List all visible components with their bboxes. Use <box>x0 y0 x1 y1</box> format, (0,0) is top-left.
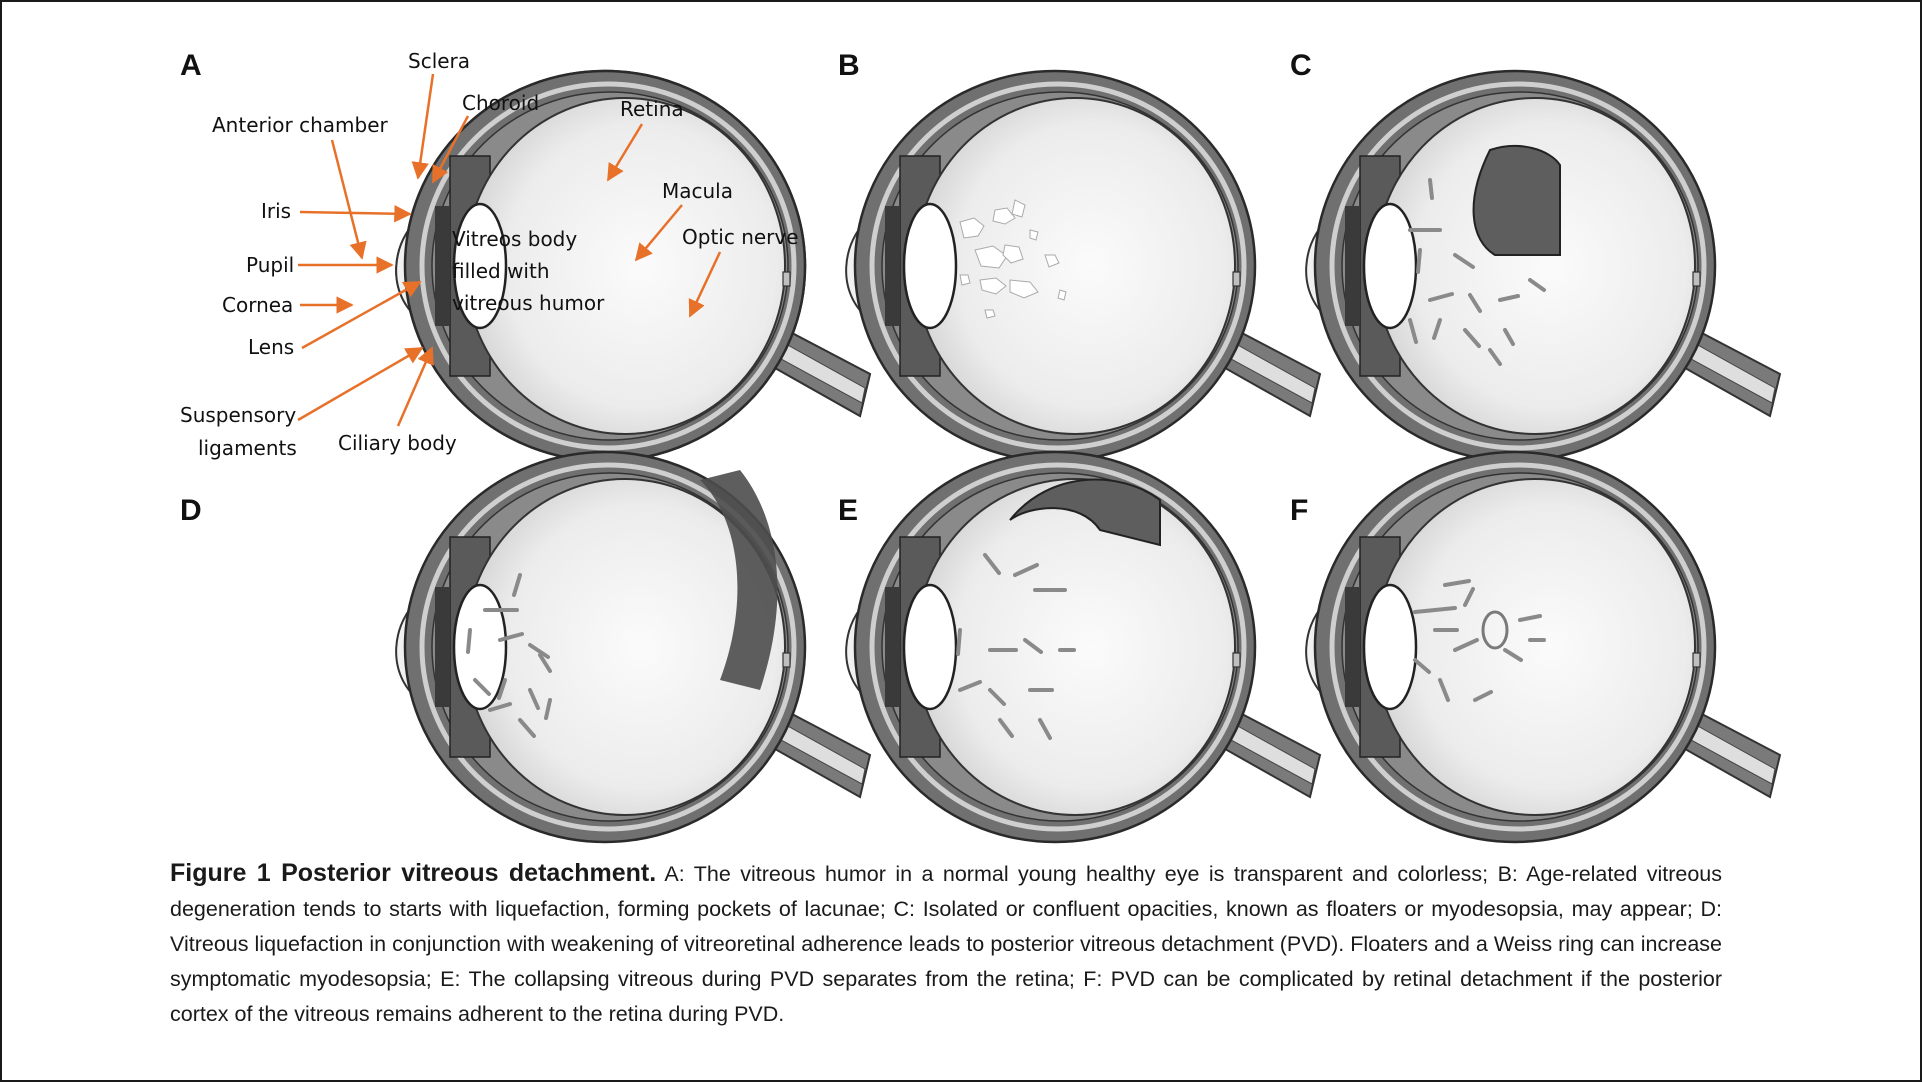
floaters-c <box>1408 178 1546 366</box>
label-ciliary-body: Ciliary body <box>338 431 457 455</box>
label-cornea: Cornea <box>222 293 293 317</box>
eye-b <box>846 71 1320 461</box>
vitreous-label-1: Vitreos body <box>452 227 577 251</box>
detached-zone-d <box>700 470 778 690</box>
caption-text: A: The vitreous humor in a normal young … <box>170 862 1722 1026</box>
panel-letter-e: E <box>838 494 858 527</box>
label-choroid: Choroid <box>462 91 539 115</box>
floaters-e <box>956 553 1076 740</box>
vitreous-label-3: vitreous humor <box>452 291 605 315</box>
floaters-f <box>1413 579 1546 702</box>
weiss-ring <box>1481 610 1509 650</box>
label-suspensory: Suspensory <box>180 403 296 427</box>
label-anterior-chamber: Anterior chamber <box>212 113 389 137</box>
label-iris: Iris <box>261 199 291 223</box>
label-pupil: Pupil <box>246 253 294 277</box>
panel-letter-f: F <box>1290 494 1308 527</box>
eye-f <box>1306 452 1780 842</box>
leader-arrows <box>297 73 722 427</box>
label-lens: Lens <box>248 335 294 359</box>
panel-letter-d: D <box>180 494 202 527</box>
panel-a: A <box>180 49 870 461</box>
caption-title: Figure 1 Posterior vitreous detachment. <box>170 859 657 887</box>
lacunae-b <box>959 199 1067 319</box>
figure-caption: Figure 1 Posterior vitreous detachment. … <box>170 856 1722 1032</box>
label-retina: Retina <box>620 97 684 121</box>
figure-diagram: A <box>180 49 1922 850</box>
label-sclera: Sclera <box>408 49 470 73</box>
pocket-c <box>1472 144 1561 256</box>
label-ligaments: ligaments <box>198 436 297 460</box>
panel-letter-c: C <box>1290 49 1312 82</box>
eye-c <box>1306 71 1780 461</box>
label-macula: Macula <box>662 179 733 203</box>
label-optic-nerve: Optic nerve <box>682 225 799 249</box>
floaters-d <box>466 573 552 738</box>
panel-letter-b: B <box>838 49 860 82</box>
panel-letter-a: A <box>180 49 202 82</box>
vitreous-label-2: filled with <box>452 259 550 283</box>
pocket-e <box>1009 478 1161 547</box>
